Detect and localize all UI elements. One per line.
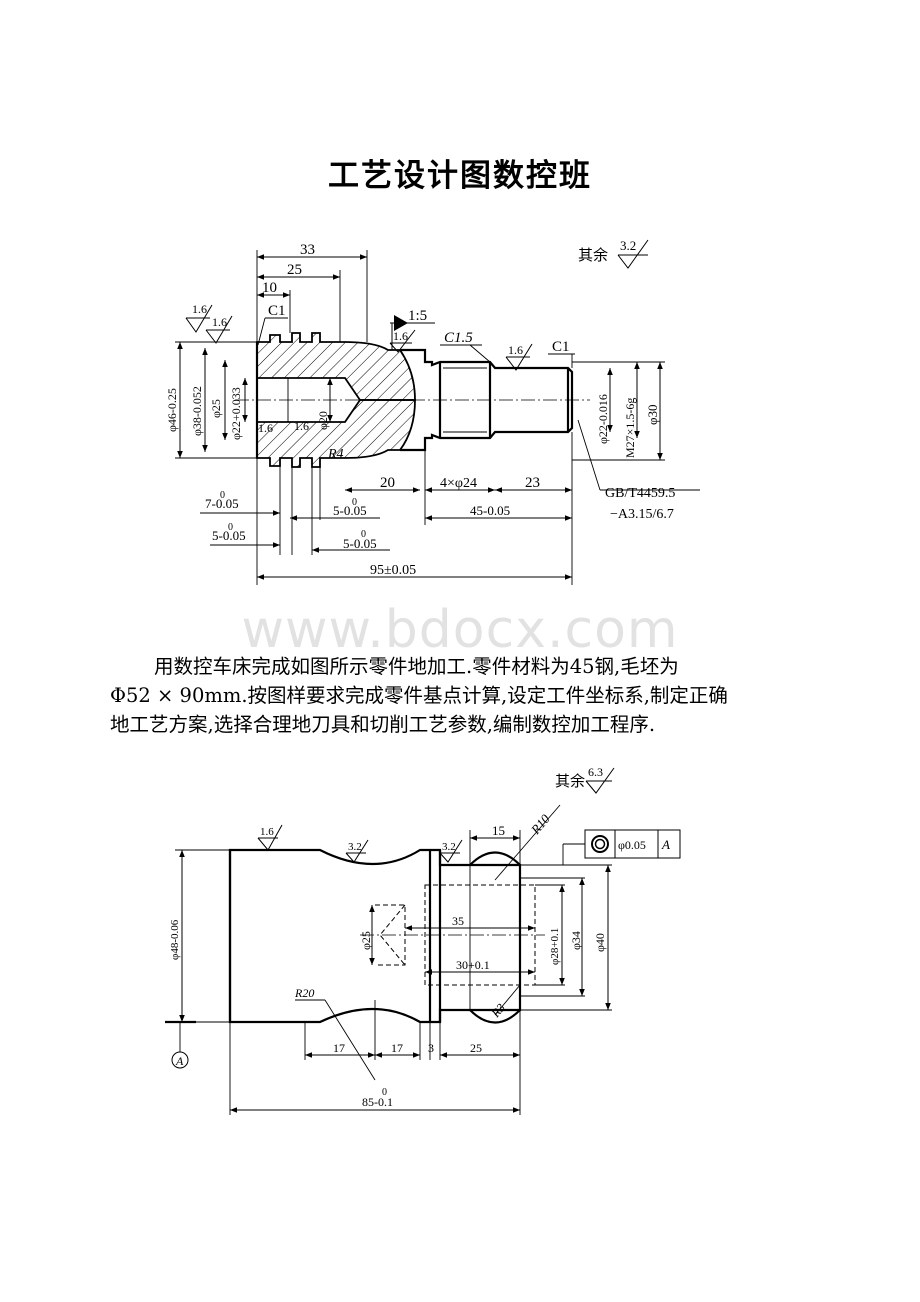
dim-phi40: φ40 bbox=[593, 933, 607, 952]
dim-3: 3 bbox=[428, 1041, 434, 1055]
roughness-1-6-c: 1.6 bbox=[393, 329, 408, 343]
dim-30: 30+0.1 bbox=[456, 958, 490, 972]
roughness-symbol-icon bbox=[585, 767, 615, 794]
dim-phi38: φ38-0.052 bbox=[190, 386, 204, 436]
watermark: www.bdocx.com bbox=[241, 600, 679, 660]
dim-15: 15 bbox=[492, 823, 505, 838]
dim-phi20: φ20 bbox=[316, 411, 330, 430]
roughness-1-6-b: 1.6 bbox=[212, 315, 227, 329]
dim-phi28: φ28+0.1 bbox=[549, 928, 561, 965]
task-description: 用数控车床完成如图所示零件地加工.零件材料为45钢,毛坯为 Φ52 × 90mm… bbox=[110, 652, 810, 739]
roughness-3-2-b: 3.2 bbox=[442, 841, 456, 853]
datum-a-icon bbox=[171, 1051, 189, 1069]
radius-r4: R4 bbox=[327, 447, 344, 462]
roughness-mark-icon bbox=[345, 839, 369, 863]
dim-phi30: φ30 bbox=[645, 404, 660, 425]
concentricity-icon bbox=[591, 835, 609, 853]
roughness-3-2-a: 3.2 bbox=[348, 841, 362, 853]
dim-25: 25 bbox=[287, 262, 302, 278]
datum-label: A bbox=[175, 1054, 184, 1068]
tol-zero: 0 bbox=[382, 1087, 387, 1098]
dim-5-c: 5-0.05 bbox=[343, 536, 377, 551]
rest-label-2: 其余 bbox=[555, 772, 585, 790]
dim-85: 85-0.1 bbox=[362, 1095, 393, 1109]
rest-label-1: 其余 bbox=[578, 246, 608, 264]
dim-5-b: 5-0.05 bbox=[212, 528, 246, 543]
roughness-mark-icon bbox=[389, 329, 416, 353]
dim-17-b: 17 bbox=[391, 1041, 403, 1055]
roughness-1-6-d: 1.6 bbox=[508, 343, 523, 357]
tol-zero: 0 bbox=[228, 522, 233, 533]
dim-10: 10 bbox=[262, 280, 277, 296]
rest-roughness-1: 3.2 bbox=[620, 238, 636, 253]
para-line-3: 地工艺方案,选择合理地刀具和切削工艺参数,编制数控加工程序. bbox=[110, 713, 656, 736]
center-hole-spec: −A3.15/6.7 bbox=[610, 507, 674, 522]
chamfer-c1-left: C1 bbox=[268, 303, 286, 319]
chamfer-c1-right: C1 bbox=[552, 339, 570, 355]
roughness-1-6-f: 1.6 bbox=[294, 419, 309, 433]
hatched-section-upper bbox=[256, 332, 416, 401]
radius-r20: R20 bbox=[294, 986, 314, 1000]
roughness-1-6-e: 1.6 bbox=[258, 421, 273, 435]
dim-33: 33 bbox=[300, 242, 315, 258]
roughness-symbol-icon bbox=[617, 239, 649, 269]
tol-zero: 0 bbox=[352, 497, 357, 508]
roughness-mark-icon bbox=[205, 315, 233, 344]
roughness-mark-icon bbox=[439, 839, 463, 863]
dim-phi22-b: φ22-0.016 bbox=[596, 394, 610, 444]
dim-95: 95±0.05 bbox=[370, 563, 416, 578]
roughness-mark-icon bbox=[505, 343, 533, 371]
roughness-mark-icon bbox=[257, 824, 283, 851]
center-hole-standard: GB/T4459.5 bbox=[605, 486, 675, 501]
dim-45: 45-0.05 bbox=[470, 503, 510, 518]
roughness-mark-icon bbox=[185, 304, 213, 333]
dim-17-a: 17 bbox=[333, 1041, 345, 1055]
hatched-section-lower bbox=[256, 399, 416, 468]
radius-r10: R10 bbox=[527, 811, 553, 838]
dim-25: 25 bbox=[470, 1041, 482, 1055]
dim-23: 23 bbox=[525, 475, 540, 491]
dim-phi25: φ25 bbox=[209, 399, 223, 418]
dim-5-a: 5-0.05 bbox=[333, 503, 367, 518]
dim-phi46: φ46-0.25 bbox=[165, 388, 179, 432]
roughness-1-6: 1.6 bbox=[260, 826, 274, 838]
dim-35: 35 bbox=[452, 914, 464, 928]
dim-4x24: 4×φ24 bbox=[440, 476, 477, 491]
tolerance-value: φ0.05 bbox=[618, 838, 646, 852]
rest-roughness-2: 6.3 bbox=[588, 765, 603, 779]
part-drawing-2: 其余 6.3 1.6 3.2 3.2 15 R10 φ0.05 A φ48-0.… bbox=[165, 765, 681, 1115]
para-line-2: Φ52 × 90mm.按图样要求完成零件基点计算,设定工件坐标系,制定正确 bbox=[110, 684, 728, 707]
tol-zero: 0 bbox=[220, 490, 225, 501]
dim-phi22-tol: φ22+0.033 bbox=[229, 387, 243, 440]
part2-outline bbox=[228, 848, 522, 1024]
taper-label: 1:5 bbox=[408, 308, 427, 324]
dim-phi48: φ48-0.06 bbox=[169, 919, 181, 960]
chamfer-c15: C1.5 bbox=[444, 330, 473, 346]
dim-20: 20 bbox=[380, 475, 395, 491]
roughness-1-6-a: 1.6 bbox=[192, 302, 207, 316]
tolerance-datum: A bbox=[661, 837, 670, 852]
part-drawing-1: 其余 3.2 33 25 10 C1 1.6 1.6 1:5 1.6 C1.5 … bbox=[165, 238, 700, 585]
para-line-1: 用数控车床完成如图所示零件地加工.零件材料为45钢,毛坯为 bbox=[154, 655, 679, 678]
dim-m27: M27×1.5-6g bbox=[623, 398, 637, 458]
tol-zero: 0 bbox=[361, 529, 366, 540]
dim-phi25: φ25 bbox=[359, 931, 373, 950]
page-title: 工艺设计图数控班 bbox=[328, 158, 592, 194]
dim-phi34: φ34 bbox=[569, 931, 583, 950]
dim-7: 7-0.05 bbox=[205, 496, 239, 511]
